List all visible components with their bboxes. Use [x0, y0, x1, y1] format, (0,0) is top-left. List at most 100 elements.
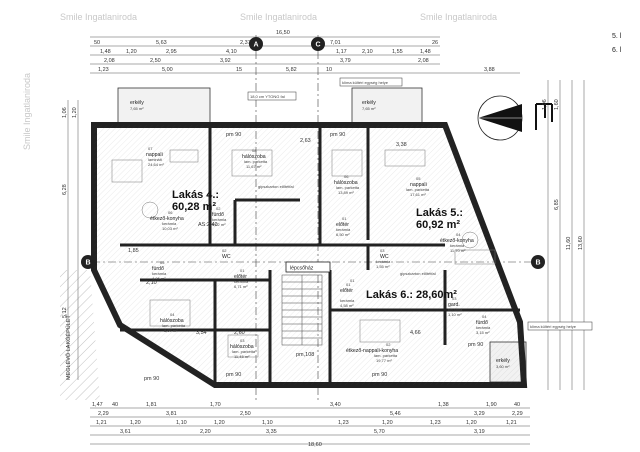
- room-sub: kerámia: [340, 298, 355, 303]
- room-sub: lam. parketta: [232, 349, 256, 354]
- dim-text: 2,95: [166, 49, 177, 55]
- dim-text: 2,50: [240, 411, 251, 417]
- north-arrow-icon: [477, 95, 553, 141]
- room-name: előtér: [234, 274, 247, 280]
- unit-4-name: Lakás 4.:: [172, 189, 219, 201]
- room-sub: kerámia: [162, 221, 177, 226]
- hatch-note-box: [247, 91, 297, 101]
- dim-text: 1,20: [130, 420, 141, 426]
- dim-text: 5,46: [390, 411, 401, 417]
- dim-text: 1,20: [72, 107, 78, 118]
- svg-text:C: C: [316, 42, 321, 49]
- room-name: előtér: [336, 222, 349, 228]
- neighbor-building: MEGLÉVŐ LAKÓÉPÜLET: [60, 270, 100, 400]
- room-sub: kerámia: [450, 243, 465, 248]
- hatch-note: 18,0 cm YTONG fal: [250, 94, 285, 99]
- dim-text: 40: [112, 402, 118, 408]
- room-name: hálószoba: [160, 318, 184, 324]
- room-labels: 07 nappali laminált 24,64 m² 06 étkező-k…: [146, 146, 491, 363]
- dim-text: 3,29: [474, 411, 485, 417]
- room-name: fürdő: [476, 320, 488, 326]
- dim-text: 10: [326, 67, 332, 73]
- legend-item-5: 5. l: [612, 33, 622, 40]
- furniture: [111, 149, 496, 358]
- dim-text: 5,82: [286, 67, 297, 73]
- dim-text: 26: [432, 40, 438, 46]
- room-sub: kerámia: [234, 279, 249, 284]
- room-no: 04: [482, 314, 487, 319]
- balcony-name: erkély: [130, 100, 144, 106]
- watermark: Smile Ingatlaniroda: [240, 12, 317, 22]
- dim-text: 7,01: [330, 40, 341, 46]
- dim-text: 3,61: [120, 429, 131, 435]
- room-area: 6,71 m²: [234, 284, 248, 289]
- watermark: Smile Ingatlaniroda: [420, 12, 497, 22]
- room-area: 19,77 m²: [376, 358, 392, 363]
- partition-note-2: gipszkarton előtétfal: [400, 271, 436, 276]
- dim-text: 1,20: [126, 49, 137, 55]
- svg-text:B: B: [536, 260, 541, 267]
- room-sub: lam. parketta: [374, 353, 398, 358]
- dim-text: 3,92: [220, 58, 231, 64]
- room-area: 3,15 m²: [476, 330, 490, 335]
- stair-label-box: [285, 261, 331, 273]
- room-name: étkező-nappali-konyha: [346, 348, 398, 354]
- unit-5-area: 60,92 m²: [416, 219, 460, 231]
- room-sub: kerámia: [152, 271, 167, 276]
- dim-text: 3,54: [196, 330, 207, 336]
- right-dimensions: [547, 80, 585, 390]
- room-area: 6,50 m²: [336, 232, 350, 237]
- climate-top-box: [339, 77, 403, 87]
- dim-text: 2,37: [240, 40, 251, 46]
- dim-text: 1,81: [146, 402, 157, 408]
- dim-text: 1,70: [210, 402, 221, 408]
- inner-walls: [120, 125, 520, 385]
- svg-text:A: A: [254, 42, 259, 49]
- room-name: fürdő: [212, 212, 224, 218]
- room-sub: lam. parketta: [244, 159, 268, 164]
- balcony-name: erkély: [362, 100, 376, 106]
- dim-text: 1,60: [554, 99, 560, 110]
- room-name: WC: [222, 254, 231, 260]
- door-label: pm,108: [296, 352, 314, 358]
- climate-right-note: klíma kültéri egység helye: [530, 324, 577, 329]
- room-no: 02: [216, 206, 221, 211]
- outer-walls: [91, 122, 528, 388]
- dim-text: 3,19: [474, 429, 485, 435]
- dim-text: 1,23: [338, 420, 349, 426]
- room-area: 13,89 m²: [338, 190, 354, 195]
- room-area: 4,06 m²: [152, 276, 166, 281]
- dim-text: 3,81: [166, 411, 177, 417]
- door-label: pm 90: [144, 376, 159, 382]
- dim-text: 6,28: [62, 184, 68, 195]
- room-no: 05: [160, 260, 165, 265]
- dim-text: 1,10: [262, 420, 273, 426]
- balcony-name: erkély: [496, 358, 510, 364]
- dim-text: 2,63: [300, 138, 311, 144]
- dim-text: 1,10: [176, 420, 187, 426]
- balcony-area: 7,65 m²: [130, 106, 144, 111]
- dim-text: 1,21: [96, 420, 107, 426]
- dim-text: 1,38: [438, 402, 449, 408]
- unit-6-name: Lakás 6.:: [366, 289, 413, 301]
- room-no: 03: [380, 248, 385, 253]
- dim-text: 1,06: [62, 107, 68, 118]
- room-name: hálószoba: [334, 180, 358, 186]
- room-no: 03: [452, 296, 457, 301]
- dim-text: 1,48: [100, 49, 111, 55]
- room-sub: kerámia: [376, 259, 391, 264]
- dim-text: 4,66: [410, 330, 421, 336]
- door-label: pm 90: [330, 132, 345, 138]
- dim-text: 50: [94, 40, 100, 46]
- dim-text: 15: [236, 67, 242, 73]
- partition-note: gipszkarton előtétfal: [258, 184, 294, 189]
- room-no: 01: [350, 278, 355, 283]
- dim-text: 1,06: [542, 99, 548, 110]
- room-area: 11,67 m²: [246, 164, 262, 169]
- room-no: 07: [148, 146, 153, 151]
- room-area: 17,61 m²: [410, 192, 426, 197]
- room-area: 11,45 m²: [234, 354, 250, 359]
- room-area: 1,55 m²: [376, 264, 390, 269]
- room-name: előtér: [340, 288, 353, 294]
